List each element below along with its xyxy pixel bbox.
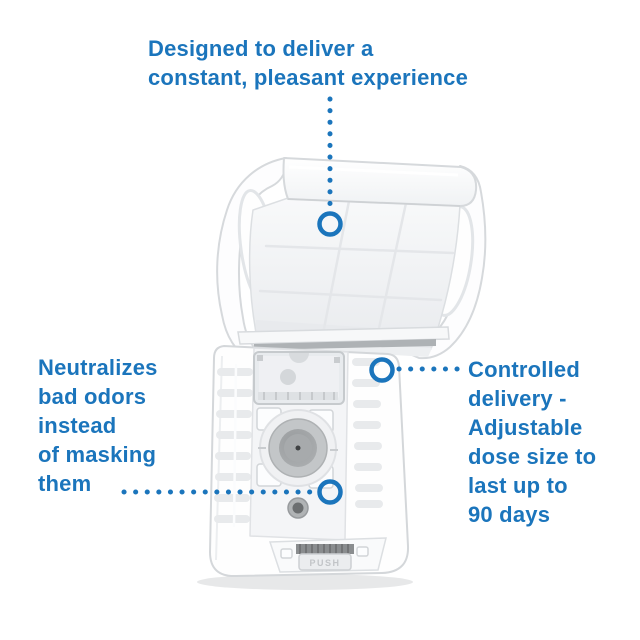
push-button-label: PUSH [309,558,340,568]
annotation-line: constant, pleasant experience [148,65,469,90]
annotation-neutralizes-odors: Neutralizes bad odors instead of masking… [38,353,158,498]
left-vents [214,363,253,528]
annotation-line: delivery - [468,386,567,411]
annotation-controlled-delivery: Controlled delivery - Adjustable dose si… [468,355,596,529]
drop-shadow [197,574,413,590]
window-notch [289,353,309,363]
annotation-line: last up to [468,473,568,498]
hinge-bar [237,326,450,350]
annotation-line: Neutralizes [38,355,158,380]
right-callout-ring [369,357,395,383]
annotation-line: bad odors [38,384,147,409]
annotation-line: instead [38,413,117,438]
dose-dial [258,409,338,487]
annotation-constant-experience: Designed to deliver a constant, pleasant… [148,34,468,92]
cartridge-window [253,351,345,405]
annotation-line: Adjustable [468,415,583,440]
left-callout-ring [317,479,343,505]
annotation-line: 90 days [468,502,551,527]
callouts [121,96,462,505]
dial-center-hole [295,445,301,451]
annotation-line: Controlled [468,357,580,382]
annotation-line: of masking [38,442,157,467]
window-dot [280,369,296,385]
bottom-latch: PUSH [268,537,387,573]
lid-top-band [282,157,478,207]
annotation-line: dose size to [468,444,597,469]
annotation-line: Designed to deliver a [148,36,374,61]
top-callout-ring [317,211,343,237]
push-button [298,553,352,571]
annotation-line: them [38,471,92,496]
lower-port [287,497,309,519]
latch-ribbed-strip [296,544,354,554]
